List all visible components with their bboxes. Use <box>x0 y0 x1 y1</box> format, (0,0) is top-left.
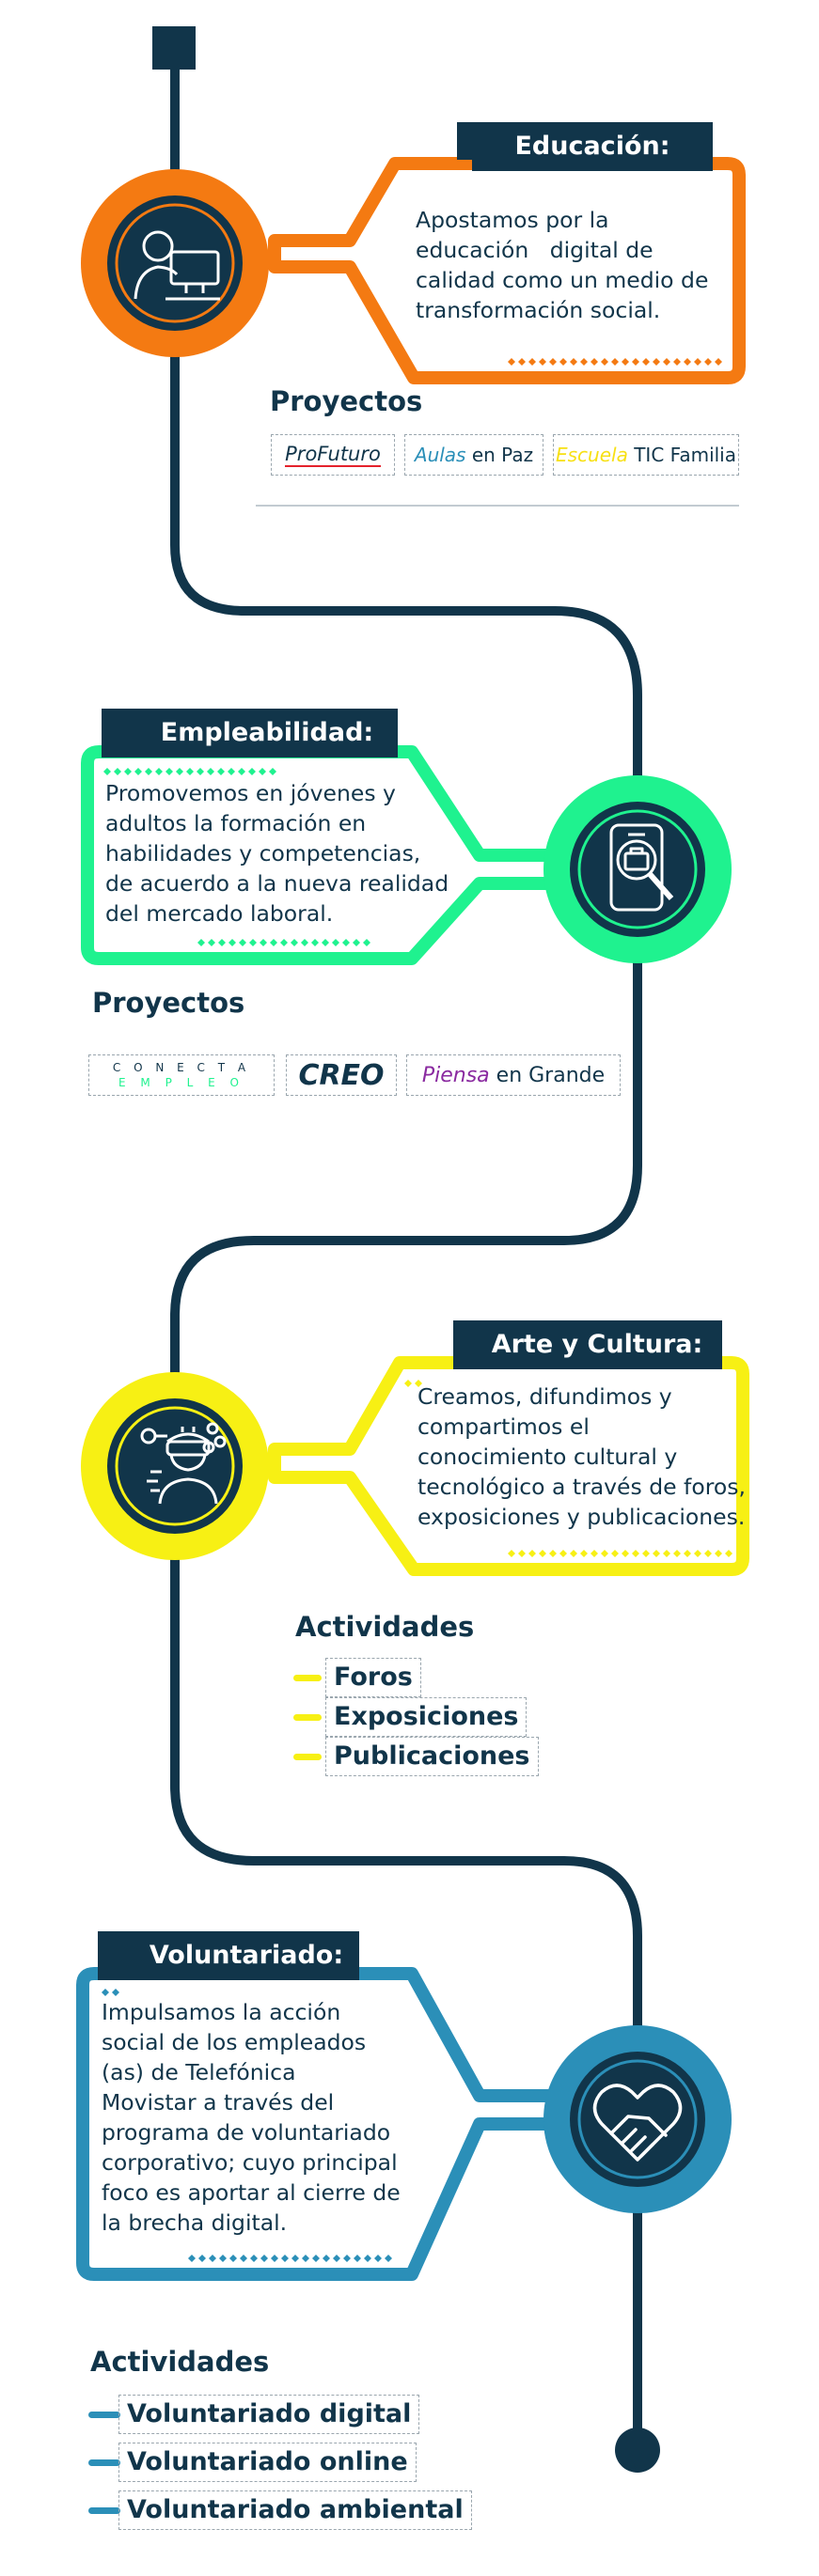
phone-briefcase-search-icon <box>609 823 674 912</box>
arte-activity-exposiciones: Exposiciones <box>325 1697 528 1737</box>
arte-bubble <box>268 1320 749 1576</box>
empleabilidad-bubble <box>81 709 561 965</box>
voluntariado-activity-online: Voluntariado online <box>118 2443 417 2482</box>
voluntariado-activity-digital: Voluntariado digital <box>118 2395 420 2434</box>
empleabilidad-title: Empleabilidad: <box>160 718 374 747</box>
voluntariado-activity-bullet <box>88 2459 120 2466</box>
timeline-path <box>170 42 642 2443</box>
arte-activities-label: Actividades <box>295 1611 475 1643</box>
arte-activity-bullet <box>293 1714 322 1721</box>
aulas-en-paz-logo[interactable]: Aulas en Paz <box>404 434 543 476</box>
arte-hub <box>81 1372 269 1560</box>
vr-headset-person-icon <box>140 1422 227 1505</box>
educacion-projects-label: Proyectos <box>270 385 423 417</box>
voluntariado-title: Voluntariado: <box>149 1941 344 1970</box>
arte-activity-publicaciones: Publicaciones <box>325 1737 539 1776</box>
arte-activity-foros: Foros <box>325 1658 421 1697</box>
voluntariado-activity-bullet <box>88 2412 120 2418</box>
arte-activity-bullet <box>293 1675 322 1681</box>
piensa-en-grande-logo[interactable]: Piensa en Grande <box>406 1054 621 1096</box>
voluntariado-activities-label: Actividades <box>90 2346 270 2378</box>
escuela-tic-familia-logo[interactable]: Escuela TIC Familia <box>553 434 739 476</box>
handshake-heart-icon <box>592 2084 683 2162</box>
profuturo-logo[interactable]: ProFuturo <box>271 434 395 476</box>
empleabilidad-projects-label: Proyectos <box>92 987 245 1019</box>
voluntariado-description: Impulsamos la acción social de los emple… <box>102 1999 401 2236</box>
educacion-bubble <box>268 122 746 384</box>
voluntariado-activity-ambiental: Voluntariado ambiental <box>118 2490 472 2530</box>
creo-logo[interactable]: CREO <box>286 1054 397 1096</box>
arte-title: Arte y Cultura: <box>491 1330 703 1359</box>
voluntariado-activity-bullet <box>88 2507 120 2514</box>
educacion-title: Educación: <box>514 132 670 161</box>
timeline-end-marker <box>615 2428 660 2473</box>
voluntariado-bubble <box>76 1931 561 2281</box>
arte-activity-bullet <box>293 1754 322 1760</box>
educacion-hub <box>81 169 269 357</box>
conecta-empleo-logo[interactable]: C O N E C T A E M P L E O <box>88 1054 275 1096</box>
educacion-description: Apostamos por la educación digital de ca… <box>416 207 709 323</box>
person-at-computer-icon <box>134 230 220 301</box>
arte-description: Creamos, difundimos y compartimos el con… <box>417 1383 746 1530</box>
timeline-start-marker <box>152 26 196 70</box>
voluntariado-hub <box>543 2025 732 2213</box>
educacion-diamond-border <box>508 358 722 366</box>
empleabilidad-description: Promovemos en jóvenes y adultos la forma… <box>105 780 449 927</box>
